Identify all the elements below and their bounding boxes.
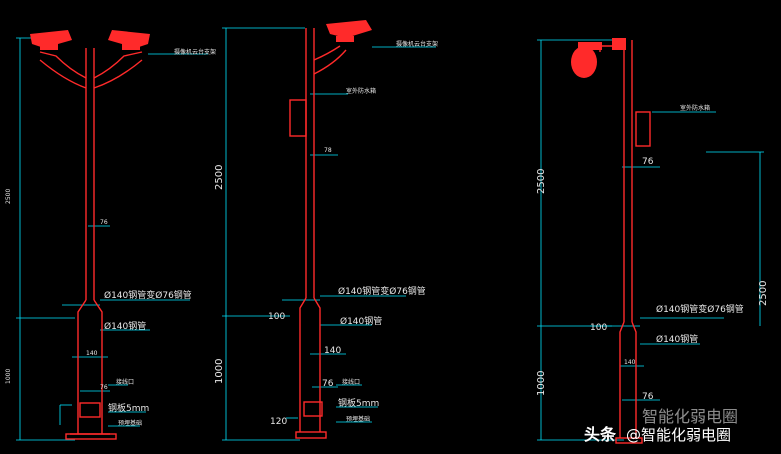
dim-lower-middle: 1000 [214, 359, 225, 384]
dim-lower-left: 1000 [5, 369, 12, 384]
dim-height-left: 2500 [5, 189, 12, 204]
dim-140-right: 140 [624, 359, 636, 366]
dim-76-b-right: 76 [642, 392, 654, 402]
dim-height-right: 2500 [536, 169, 547, 194]
watermark-handle: @智能化弱电圈 [626, 426, 731, 444]
watermark-shadow: 智能化弱电圈 [642, 407, 738, 426]
dim-76-middle: 76 [322, 379, 334, 389]
pole-middle [289, 28, 347, 439]
note-pipe-middle: Ø140钢管 [340, 315, 382, 327]
dim-height-middle: 2500 [214, 165, 225, 190]
dim-76-right: 76 [642, 157, 654, 167]
pole-right [599, 40, 651, 444]
note-hole-middle: 接线口 [342, 378, 360, 386]
dim-140-middle: 140 [324, 346, 341, 356]
note-reducer-left: Ø140钢管变Ø76钢管 [104, 289, 192, 301]
dim-78-middle: 78 [324, 147, 332, 154]
note-base-left: 钢板5mm [108, 402, 149, 414]
camera-housings-left [30, 30, 150, 50]
dim-140-left: 140 [86, 350, 98, 357]
watermark-prefix: 头条 [584, 425, 617, 444]
dim-top-d-left: 76 [100, 219, 108, 226]
dim-lower-right: 1000 [536, 371, 547, 396]
note-reducer-right: Ø140钢管变Ø76钢管 [656, 303, 744, 315]
label-camera-left: 摄像机云台支架 [174, 48, 216, 56]
note-reducer-middle: Ø140钢管变Ø76钢管 [338, 285, 426, 297]
dim-height-right-outer: 2500 [758, 281, 769, 306]
label-camera-middle: 摄像机云台支架 [396, 40, 438, 48]
dim-100-right: 100 [590, 323, 607, 333]
label-box-middle: 室外防水箱 [346, 87, 376, 95]
watermark: 智能化弱电圈 头条 @智能化弱电圈 [584, 407, 738, 444]
dim-76-b-left: 76 [100, 384, 108, 391]
note-base-middle: 钢板5mm [338, 397, 379, 409]
dim-120-middle: 120 [270, 417, 287, 427]
camera-housing-middle [326, 20, 372, 42]
note-pipe-left: Ø140钢管 [104, 320, 146, 332]
note-pipe-right: Ø140钢管 [656, 333, 698, 345]
labels-left: 摄像机云台支架 2500 76 Ø140钢管变Ø76钢管 Ø140钢管 1000… [5, 48, 216, 427]
dome-camera-right [571, 38, 626, 78]
dim-100-middle: 100 [268, 312, 285, 322]
note-foot-left: 预埋基础 [118, 419, 142, 427]
note-hole-left: 接线口 [116, 378, 134, 386]
note-foot-middle: 预埋基础 [346, 415, 370, 423]
pole-left [39, 48, 143, 440]
dimension-lines [16, 27, 764, 441]
labels-right: 室外防水箱 76 2500 2500 Ø140钢管变Ø76钢管 100 Ø140… [536, 104, 769, 402]
label-box-right: 室外防水箱 [680, 104, 710, 112]
labels-middle: 摄像机云台支架 室外防水箱 78 2500 Ø140钢管变Ø76钢管 100 Ø… [214, 40, 438, 427]
